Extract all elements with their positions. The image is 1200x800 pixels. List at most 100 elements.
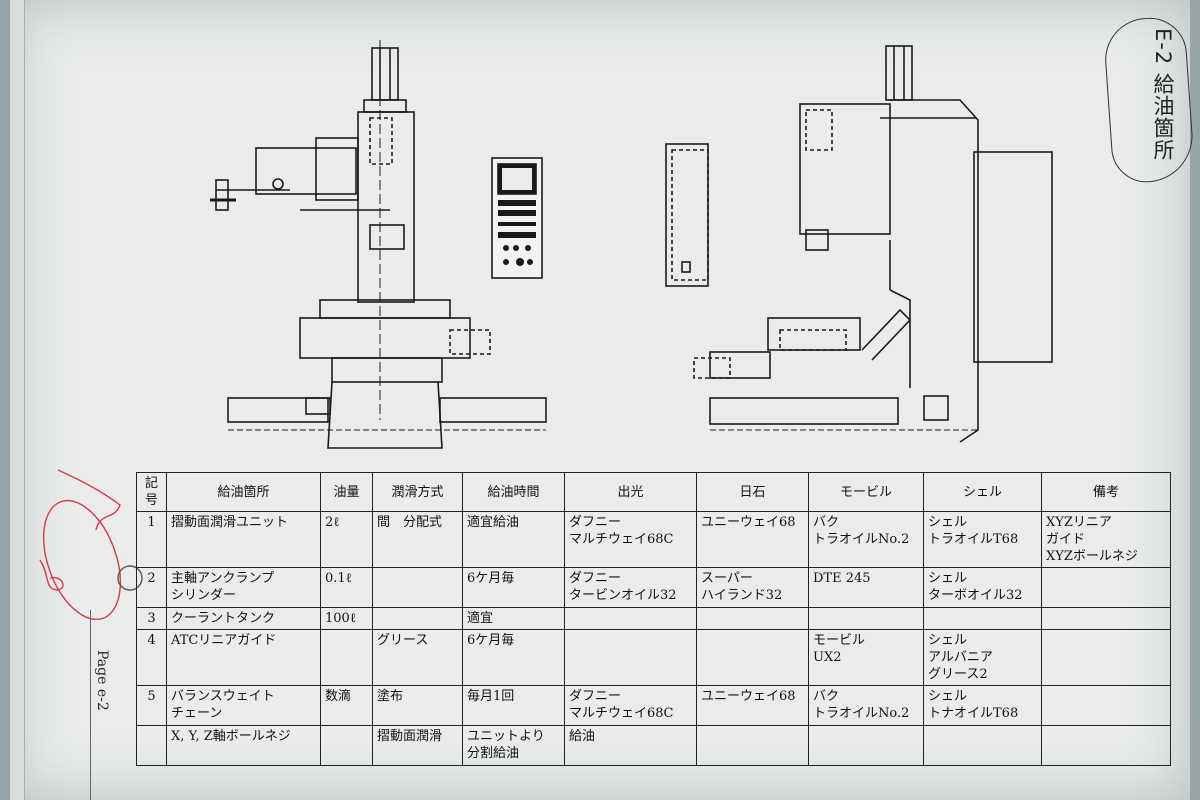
cell-line: マルチウェイ68C bbox=[569, 706, 674, 721]
header-cell: シェル bbox=[923, 472, 1042, 512]
cell-method: 間 分配式 bbox=[372, 511, 463, 568]
cell-amount: 数滴 bbox=[320, 685, 373, 726]
table-row: X, Y, Z軸ボールネジ摺動面潤滑ユニットより分割給油給油 bbox=[136, 725, 1171, 766]
cell-amount: 0.1ℓ bbox=[320, 567, 373, 608]
cell-method bbox=[372, 567, 463, 608]
cell-line: 数滴 bbox=[325, 689, 352, 704]
cell-no: 5 bbox=[136, 685, 167, 726]
cell-line: バク bbox=[813, 689, 840, 704]
cell-idemitsu: ダフニーマルチウェイ68C bbox=[564, 511, 697, 568]
cell-line: トナオイルT68 bbox=[928, 706, 1019, 721]
cell-line: シェル bbox=[928, 633, 968, 648]
cell-line: 適宜 bbox=[467, 611, 494, 626]
cell-remarks bbox=[1041, 629, 1171, 686]
cell-line: ターボオイル32 bbox=[928, 588, 1023, 603]
cell-line: 摺動面潤滑ユニット bbox=[171, 515, 289, 530]
cell-line: ダフニー bbox=[569, 515, 622, 530]
cell-idemitsu: ダフニーマルチウェイ68C bbox=[564, 685, 697, 726]
cell-line: チェーン bbox=[171, 706, 223, 721]
page-number: Page e-2 bbox=[94, 650, 110, 711]
cell-nisseki: ユニーウェイ68 bbox=[696, 511, 809, 568]
cell-remarks bbox=[1041, 607, 1171, 630]
cell-nisseki bbox=[696, 629, 809, 686]
header-cell: 備考 bbox=[1041, 472, 1171, 512]
margin-line bbox=[90, 610, 91, 800]
cell-line: 0.1ℓ bbox=[325, 571, 352, 586]
cell-method: グリース bbox=[372, 629, 463, 686]
cell-amount bbox=[320, 725, 373, 766]
front-view-drawing bbox=[210, 40, 547, 449]
header-cell: 出光 bbox=[564, 472, 697, 512]
document-page: E-2 給油箇所 Page e-2 記号 給油箇所 油量 潤滑方式 給油時間 出… bbox=[10, 0, 1196, 800]
header-cell: 日石 bbox=[696, 472, 809, 512]
header-cell: モービル bbox=[808, 472, 924, 512]
cell-line: マルチウェイ68C bbox=[569, 532, 674, 547]
cell-mobil: DTE 245 bbox=[808, 567, 924, 608]
cell-line: 間 分配式 bbox=[377, 515, 443, 530]
cell-line: 摺動面潤滑 bbox=[377, 729, 443, 744]
header-cell: 油量 bbox=[320, 472, 373, 512]
page-heading: E-2 給油箇所 bbox=[1151, 28, 1175, 161]
header-cell: 給油箇所 bbox=[166, 472, 321, 512]
cell-method: 摺動面潤滑 bbox=[372, 725, 463, 766]
cell-mobil: バクトラオイルNo.2 bbox=[808, 511, 924, 568]
cell-remarks bbox=[1041, 725, 1171, 766]
cell-line: バク bbox=[813, 515, 840, 530]
cell-place: 主軸アンクランプシリンダー bbox=[166, 567, 321, 608]
cell-line: ダフニー bbox=[569, 571, 622, 586]
cell-line: スーパー bbox=[701, 571, 753, 586]
cell-line: シェル bbox=[928, 515, 968, 530]
cell-line: アルバニア bbox=[928, 650, 993, 665]
cell-line: 分割給油 bbox=[467, 746, 520, 761]
cell-line: トラオイルT68 bbox=[928, 532, 1019, 547]
cell-line: ハイランド32 bbox=[701, 588, 783, 603]
cell-no bbox=[136, 725, 167, 766]
cell-place: バランスウェイトチェーン bbox=[166, 685, 321, 726]
cell-time: 6ケ月毎 bbox=[462, 567, 565, 608]
cell-idemitsu bbox=[564, 629, 697, 686]
cell-shell: シェルトナオイルT68 bbox=[923, 685, 1042, 726]
cell-no: 3 bbox=[136, 607, 167, 630]
cell-line: 6ケ月毎 bbox=[467, 633, 515, 648]
cell-shell: シェルアルバニアグリース2 bbox=[923, 629, 1042, 686]
machine-drawing bbox=[210, 40, 1053, 449]
cell-line: 6ケ月毎 bbox=[467, 571, 515, 586]
cell-remarks bbox=[1041, 685, 1171, 726]
cell-time: ユニットより分割給油 bbox=[462, 725, 565, 766]
cell-line: ユニーウェイ68 bbox=[701, 689, 796, 704]
cell-time: 毎月1回 bbox=[462, 685, 565, 726]
cell-line: シリンダー bbox=[171, 588, 237, 603]
door-drawing bbox=[665, 143, 709, 287]
cell-line: グリース2 bbox=[928, 667, 988, 682]
cell-idemitsu bbox=[564, 607, 697, 630]
cell-remarks bbox=[1041, 567, 1171, 608]
cell-line: トラオイルNo.2 bbox=[813, 532, 910, 547]
cell-amount: 100ℓ bbox=[320, 607, 373, 630]
lubrication-table: 記号 給油箇所 油量 潤滑方式 給油時間 出光 日石 モービル シェル 備考 1… bbox=[136, 472, 1171, 766]
table-header-row: 記号 給油箇所 油量 潤滑方式 給油時間 出光 日石 モービル シェル 備考 bbox=[136, 472, 1171, 512]
cell-mobil bbox=[808, 607, 924, 630]
cell-place: クーラントタンク bbox=[166, 607, 321, 630]
cell-line: ユニットより bbox=[467, 729, 545, 744]
cell-line: UX2 bbox=[813, 650, 842, 665]
cell-line: 毎月1回 bbox=[467, 689, 515, 704]
cell-nisseki bbox=[696, 725, 809, 766]
cell-nisseki: ユニーウェイ68 bbox=[696, 685, 809, 726]
cell-line: 主軸アンクランプ bbox=[171, 571, 275, 586]
cell-line: ガイド bbox=[1046, 532, 1086, 547]
cell-mobil: バクトラオイルNo.2 bbox=[808, 685, 924, 726]
cell-shell: シェルターボオイル32 bbox=[923, 567, 1042, 608]
cell-time: 適宜給油 bbox=[462, 511, 565, 568]
header-cell: 潤滑方式 bbox=[372, 472, 463, 512]
cell-line: 塗布 bbox=[377, 689, 404, 704]
cell-line: 100ℓ bbox=[325, 611, 357, 626]
cell-shell bbox=[923, 725, 1042, 766]
cell-amount: 2ℓ bbox=[320, 511, 373, 568]
cell-shell bbox=[923, 607, 1042, 630]
